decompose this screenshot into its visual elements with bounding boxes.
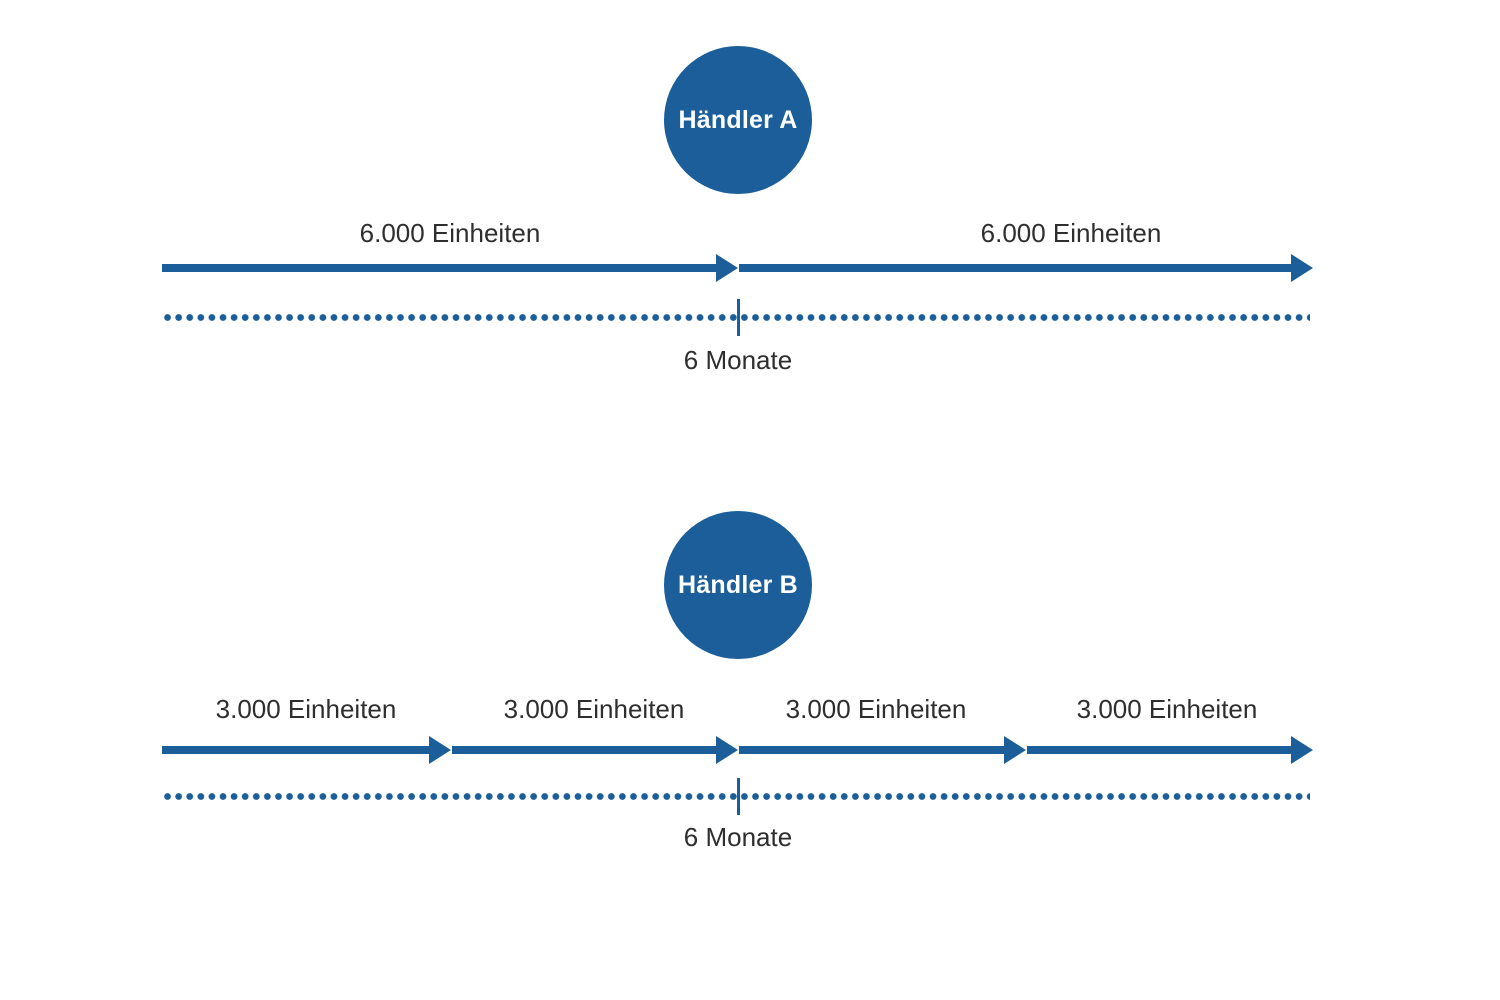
segment-label-b-3: 3.000 Einheiten [785, 694, 967, 724]
period-label-b: 6 Monate [683, 822, 793, 852]
timeline-arrow-head-b-2 [716, 736, 738, 764]
segment-label-b-2: 3.000 Einheiten [503, 694, 685, 724]
timeline-arrow-head-b-3 [1004, 736, 1026, 764]
timeline-arrow-shaft-b-3 [739, 746, 1004, 754]
dealer-circle-haendler-b: Händler B [664, 511, 812, 659]
segment-label-a-1: 6.000 Einheiten [359, 218, 541, 248]
dealer-circle-haendler-a: Händler A [664, 46, 812, 194]
timeline-tick-a [737, 299, 740, 336]
timeline-arrow-shaft-b-4 [1027, 746, 1291, 754]
timeline-arrow-head-a-1 [716, 254, 738, 282]
timeline-arrow-shaft-b-2 [452, 746, 716, 754]
timeline-arrow-head-a-2 [1291, 254, 1313, 282]
timeline-tick-b [737, 778, 740, 815]
segment-label-a-2: 6.000 Einheiten [980, 218, 1162, 248]
period-label-a: 6 Monate [683, 345, 793, 375]
timeline-arrow-head-b-4 [1291, 736, 1313, 764]
timeline-arrow-shaft-a-1 [162, 264, 716, 272]
timeline-arrow-shaft-b-1 [162, 746, 429, 754]
segment-label-b-1: 3.000 Einheiten [215, 694, 397, 724]
dealer-circle-label: Händler A [678, 105, 798, 134]
timeline-dotted-line-b [162, 793, 1310, 800]
timeline-arrow-head-b-1 [429, 736, 451, 764]
timeline-dotted-line-a [162, 314, 1310, 321]
segment-label-b-4: 3.000 Einheiten [1076, 694, 1258, 724]
timeline-arrow-shaft-a-2 [739, 264, 1291, 272]
dealer-circle-label: Händler B [678, 570, 798, 599]
